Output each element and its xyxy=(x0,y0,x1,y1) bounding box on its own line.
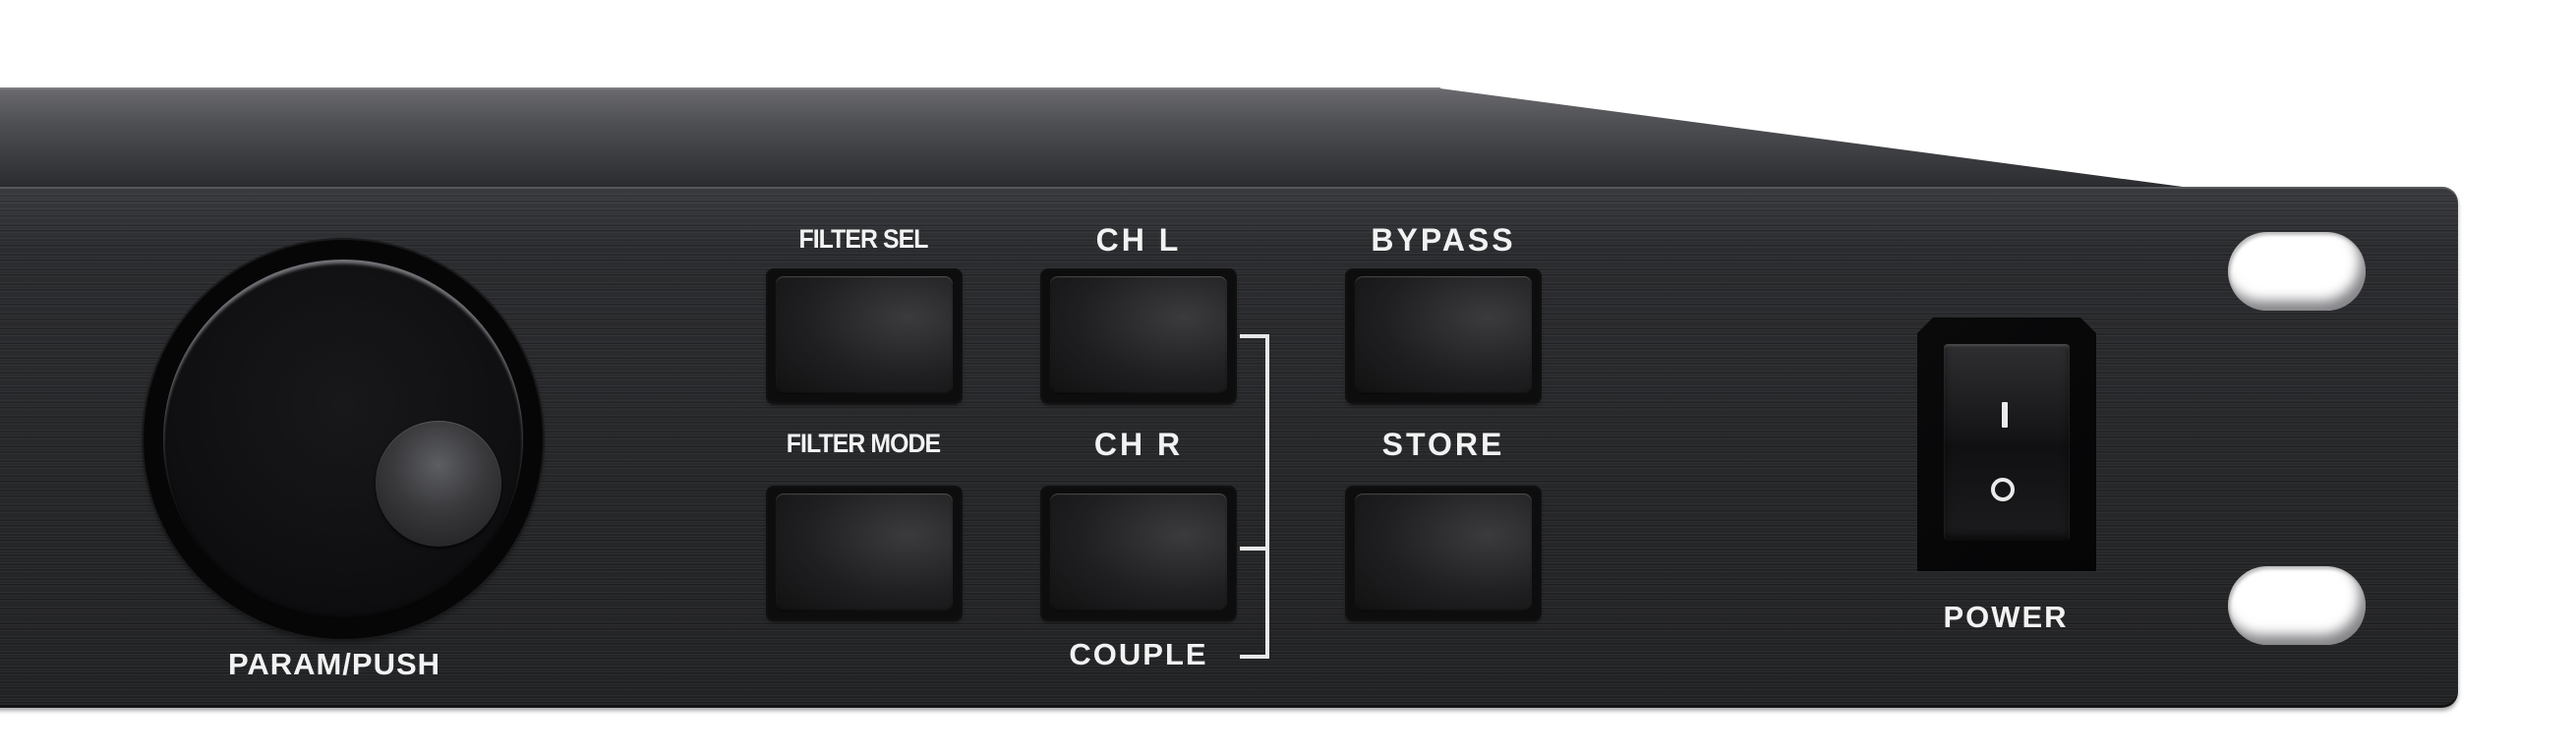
store-button-face xyxy=(1355,493,1532,611)
bypass-label: BYPASS xyxy=(1371,222,1516,258)
filter-mode-label: FILTER MODE xyxy=(786,429,941,458)
store-label: STORE xyxy=(1381,427,1505,462)
ch-l-button-face xyxy=(1050,276,1227,394)
ch-l-button[interactable] xyxy=(1042,270,1235,402)
ch-r-label: CH R xyxy=(1093,427,1184,462)
knob-finger-dimple xyxy=(376,421,501,547)
couple-label: COUPLE xyxy=(1069,637,1208,671)
ch-r-button-face xyxy=(1050,493,1227,611)
power-off-symbol-icon xyxy=(1991,478,2015,501)
ch-r-button[interactable] xyxy=(1042,488,1235,619)
power-switch[interactable] xyxy=(1944,344,2070,541)
filter-sel-button[interactable] xyxy=(768,270,961,402)
param-push-label: PARAM/PUSH xyxy=(227,647,441,681)
couple-bracket-tick xyxy=(1240,547,1265,550)
store-button[interactable] xyxy=(1347,488,1540,619)
bypass-button[interactable] xyxy=(1347,270,1540,402)
couple-bracket xyxy=(1240,334,1269,659)
ch-l-label: CH L xyxy=(1095,222,1182,258)
filter-sel-button-face xyxy=(776,276,953,394)
rack-mount-hole-bottom xyxy=(2228,566,2366,645)
rack-mount-hole-top xyxy=(2228,232,2366,311)
power-on-symbol-icon xyxy=(2002,402,2008,428)
filter-mode-button[interactable] xyxy=(768,488,961,619)
bypass-button-face xyxy=(1355,276,1532,394)
filter-sel-label: FILTER SEL xyxy=(798,224,928,254)
filter-mode-button-face xyxy=(776,493,953,611)
power-label: POWER xyxy=(1943,600,2069,634)
